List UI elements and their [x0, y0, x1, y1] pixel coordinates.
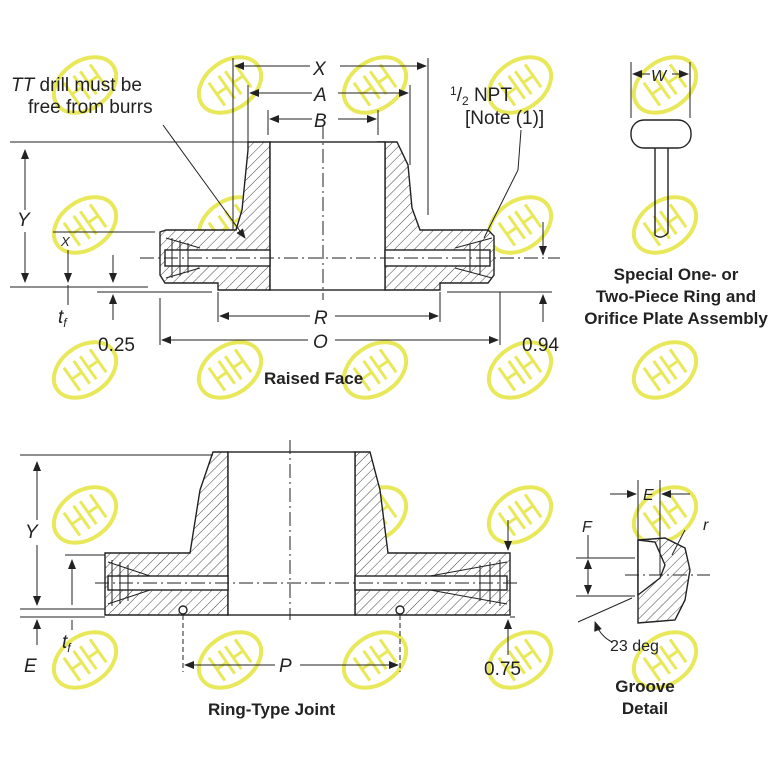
watermark-logo: [341, 630, 409, 690]
ring-assembly: W Special One- or Two-Piece Ring and Ori…: [584, 62, 768, 328]
rtj-dim-tf-label: tf: [62, 632, 72, 655]
watermark-logo: [486, 55, 554, 115]
bore: [269, 141, 386, 291]
raised-face-caption: Raised Face: [264, 369, 363, 388]
watermark-logo: [631, 485, 699, 545]
dim-tf-label: tf: [58, 307, 68, 330]
watermark-logo: [631, 340, 699, 400]
groove-angle-label: 23 deg: [610, 638, 659, 655]
orifice-plate: [654, 148, 669, 238]
rtj-dim-y-label: Y: [25, 522, 39, 543]
rtj-caption: Ring-Type Joint: [208, 700, 336, 719]
dim-025-label: 0.25: [98, 335, 135, 356]
rtj-dim-e-label: E: [24, 656, 37, 677]
dim-w-label: W: [651, 68, 668, 85]
ring-section: [630, 119, 692, 149]
watermark-logo: [51, 195, 119, 255]
watermark-logo: [196, 630, 264, 690]
dim-hub-x-label: X: [60, 234, 71, 249]
rtj-dim-p-label: P: [279, 656, 292, 677]
watermark-logo: [631, 630, 699, 690]
ring-caption-1: Special One- or: [614, 265, 739, 284]
watermark-logo: [51, 630, 119, 690]
flange-right-body: [377, 141, 495, 291]
dim-094-label: 0.94: [522, 335, 559, 356]
watermark-logo: [341, 340, 409, 400]
dim-r-label: R: [314, 308, 328, 329]
groove-r-label: r: [703, 517, 709, 534]
ring-caption-3: Orifice Plate Assembly: [584, 309, 768, 328]
dim-o-label: O: [313, 332, 328, 353]
npt-note: 1/2 NPT: [450, 84, 512, 108]
rtj-dim-075-label: 0.75: [484, 659, 521, 680]
watermark-logo: [486, 630, 554, 690]
watermark-logo: [486, 485, 554, 545]
watermark-logo: [196, 55, 264, 115]
watermark-logo: [341, 55, 409, 115]
npt-note-ref: [Note (1)]: [465, 108, 544, 129]
groove-detail: E F r 23 deg Groove Detail: [576, 480, 710, 718]
ring-groove-left: [178, 605, 188, 615]
drill-note-line2: free from burrs: [28, 97, 153, 118]
ring-type-joint-section: Y tf E P 0.75 Ring-Type Joint: [20, 440, 521, 719]
ring-groove-right: [395, 605, 405, 615]
watermark-logo: [196, 340, 264, 400]
groove-caption-1: Groove: [615, 677, 675, 696]
dim-b-label: B: [314, 111, 327, 132]
watermark-logo: [486, 340, 554, 400]
dim-y-label: Y: [17, 210, 31, 231]
dim-a-label: A: [313, 85, 327, 106]
raised-face-section: X A B Y X tf 0.25 R O 0.94 TT drill must…: [10, 58, 560, 388]
watermark-logo: [631, 195, 699, 255]
watermark-logo: [631, 55, 699, 115]
drill-note: TT drill must be: [11, 75, 142, 96]
groove-e-label: E: [643, 487, 654, 504]
flange-left-body: [159, 141, 271, 291]
watermark-logo: [51, 340, 119, 400]
groove-caption-2: Detail: [622, 699, 668, 718]
rtj-bore: [227, 451, 356, 616]
dim-x-label: X: [312, 59, 327, 80]
rtj-right-body: [354, 451, 511, 616]
groove-f-label: F: [582, 519, 593, 536]
watermark-logo: [51, 55, 119, 115]
ring-caption-2: Two-Piece Ring and: [596, 287, 756, 306]
watermark-logo: [51, 485, 119, 545]
